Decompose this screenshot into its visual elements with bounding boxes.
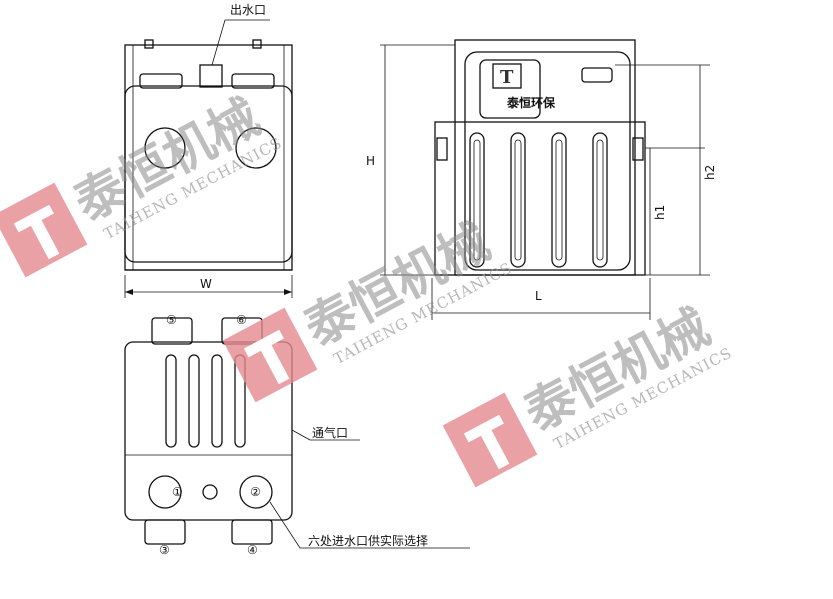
fin xyxy=(165,354,177,448)
inlets-note: 六处进水口供实际选择 xyxy=(308,533,428,548)
fin xyxy=(592,132,608,268)
svg-text:T: T xyxy=(500,67,514,88)
fin xyxy=(211,354,223,448)
width-label: W xyxy=(200,277,212,291)
fin xyxy=(188,354,200,448)
front-body xyxy=(124,85,293,263)
port-4: ④ xyxy=(247,543,258,557)
logo-text: 泰恒环保 xyxy=(506,95,556,110)
port-2: ② xyxy=(250,485,261,499)
h2-label: h2 xyxy=(703,165,717,180)
length-label: L xyxy=(535,289,542,303)
logo-plate xyxy=(479,59,541,119)
port-3: ③ xyxy=(159,543,170,557)
fin xyxy=(469,132,485,268)
outlet-port xyxy=(199,64,223,88)
fin xyxy=(551,132,567,268)
front-view xyxy=(124,19,293,298)
port-6: ⑥ xyxy=(236,313,247,327)
fin xyxy=(510,132,526,268)
port-1: ① xyxy=(172,485,183,499)
port-5: ⑤ xyxy=(166,313,177,327)
h1-label: h1 xyxy=(653,205,667,220)
vent-label: 通气口 xyxy=(312,425,348,440)
height-label: H xyxy=(366,154,375,168)
side-view: T xyxy=(380,39,710,320)
outlet-label: 出水口 xyxy=(230,3,266,17)
